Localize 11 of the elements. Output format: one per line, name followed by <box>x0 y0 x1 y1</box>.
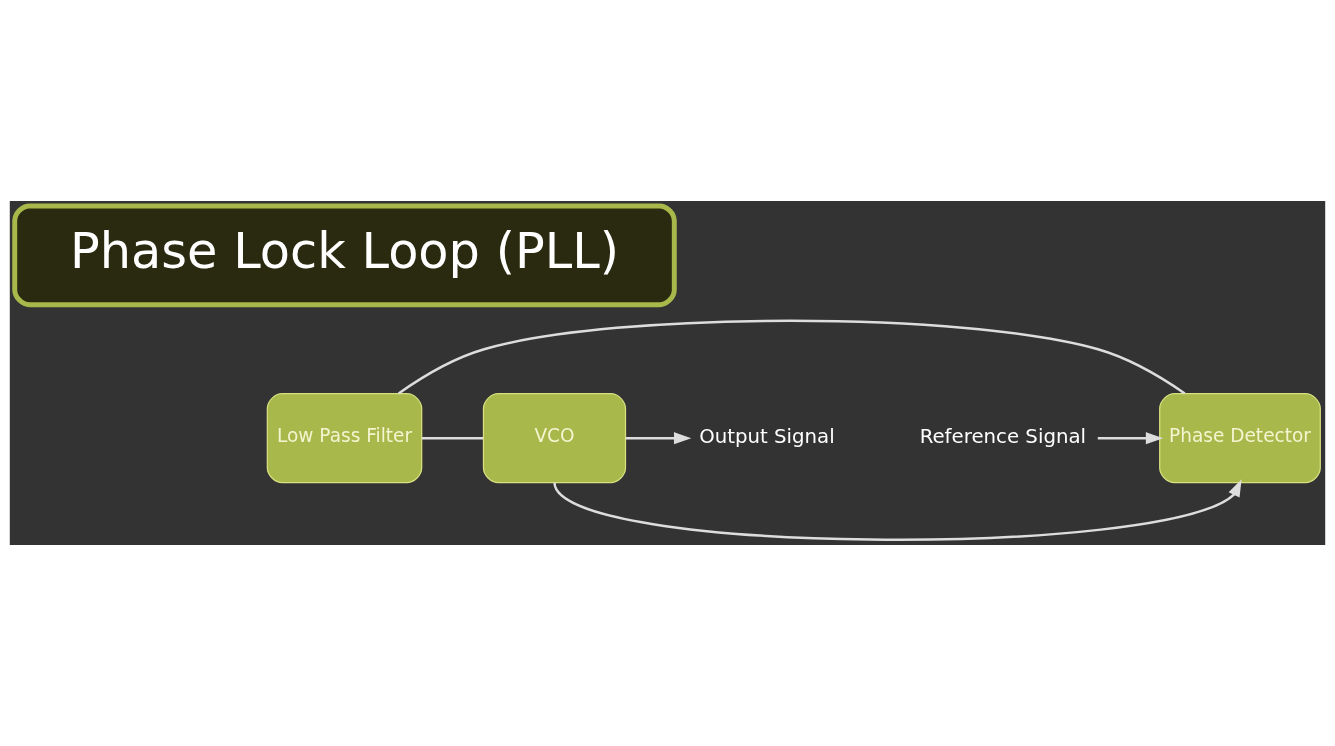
node-box: Phase Lock Loop (PLL) <box>12 203 677 308</box>
node-box: Low Pass Filter <box>266 393 423 484</box>
arrow <box>553 479 1242 541</box>
node-text: Output Signal <box>699 424 835 448</box>
node-box: VCO <box>482 393 627 484</box>
node-text: Reference Signal <box>919 424 1087 448</box>
connector <box>397 319 1186 395</box>
arrow <box>625 432 692 445</box>
arrow <box>1097 432 1164 445</box>
connector <box>422 436 484 440</box>
node-box: Phase Detector <box>1159 393 1321 484</box>
